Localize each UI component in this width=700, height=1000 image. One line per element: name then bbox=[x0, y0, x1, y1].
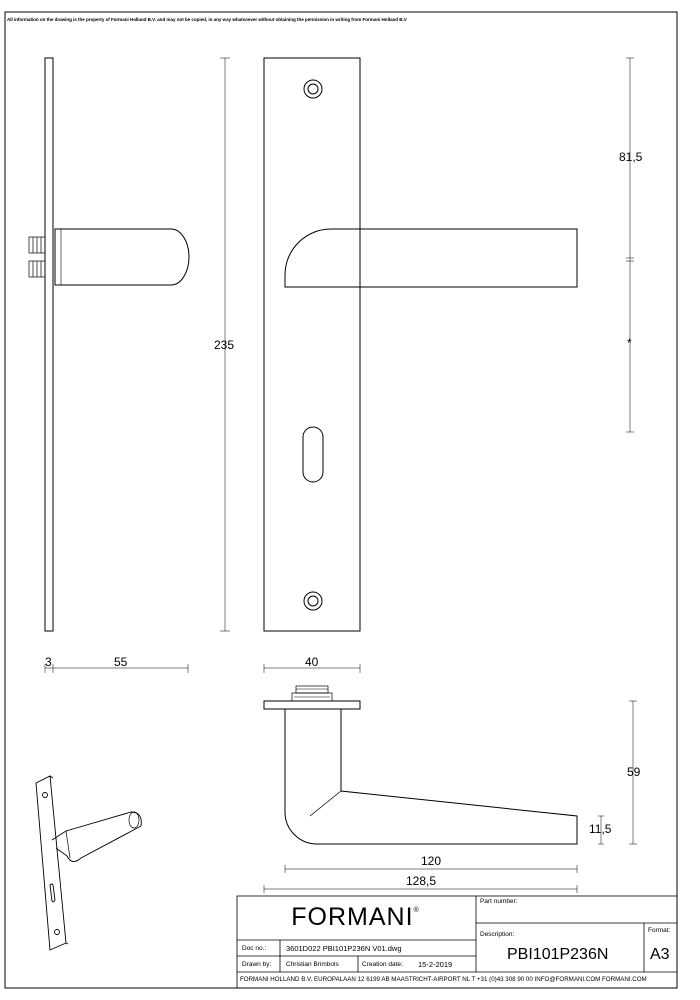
top-view bbox=[263, 685, 578, 845]
drawing-border bbox=[4, 11, 678, 989]
dim-plate-height: 235 bbox=[214, 338, 235, 352]
dim-lever-height-offset: 81,5 bbox=[619, 150, 643, 164]
side-spindle bbox=[28, 236, 46, 278]
dim-total-length: 128,5 bbox=[406, 874, 437, 888]
dim-backplate-thickness: 3 bbox=[45, 655, 52, 669]
creation-date-value: 15-2-2019 bbox=[418, 960, 453, 969]
side-handle bbox=[54, 228, 190, 286]
top-rose bbox=[263, 700, 361, 710]
description-label: Description: bbox=[480, 931, 515, 938]
brand-logo: FORMANI® bbox=[291, 903, 419, 931]
bottom-screw-hole-inner bbox=[307, 595, 319, 607]
title-block-lines bbox=[236, 895, 678, 989]
top-lever bbox=[284, 709, 578, 845]
doc-no-label: Doc no.: bbox=[242, 945, 267, 952]
drawn-by-label: Drawn by: bbox=[242, 961, 272, 968]
dimension-lines bbox=[44, 57, 637, 893]
front-view bbox=[263, 57, 578, 632]
format-value: A3 bbox=[650, 946, 670, 963]
drawn-by-value: Christian Brimbols bbox=[286, 961, 339, 968]
side-view bbox=[28, 57, 190, 632]
bottom-screw-hole-outer bbox=[303, 591, 323, 611]
part-number-label: Part number: bbox=[480, 898, 518, 905]
copyright-notice: All information on the drawing is the pr… bbox=[7, 17, 407, 22]
iso-lever bbox=[51, 811, 142, 862]
front-plate bbox=[263, 57, 361, 632]
dim-rose-projection: 59 bbox=[627, 765, 641, 779]
top-screw-hole-inner bbox=[307, 83, 319, 95]
top-screw-hole-outer bbox=[303, 79, 323, 99]
company-footer: FORMANI HOLLAND B.V. EUROPALAAN 12 6199 … bbox=[240, 976, 647, 983]
format-label: Format: bbox=[648, 927, 671, 934]
isometric-view bbox=[35, 775, 142, 951]
dim-lever-length: 120 bbox=[421, 854, 442, 868]
dim-handle-projection: 55 bbox=[114, 655, 128, 669]
description-value: PBI101P236N bbox=[507, 946, 609, 963]
front-lever bbox=[284, 228, 578, 288]
side-backplate bbox=[44, 57, 54, 632]
creation-date-label: Creation date: bbox=[362, 961, 403, 968]
keyhole-slot bbox=[302, 426, 324, 483]
top-spindle-cap bbox=[295, 685, 329, 694]
dim-lever-thickness: 11,5 bbox=[589, 822, 612, 836]
iso-plate bbox=[35, 775, 67, 951]
dim-plate-width: 40 bbox=[305, 655, 319, 669]
dim-center-mark: * bbox=[627, 336, 632, 350]
doc-no-value: 3601D022 PBI101P236N V01.dwg bbox=[286, 944, 402, 953]
